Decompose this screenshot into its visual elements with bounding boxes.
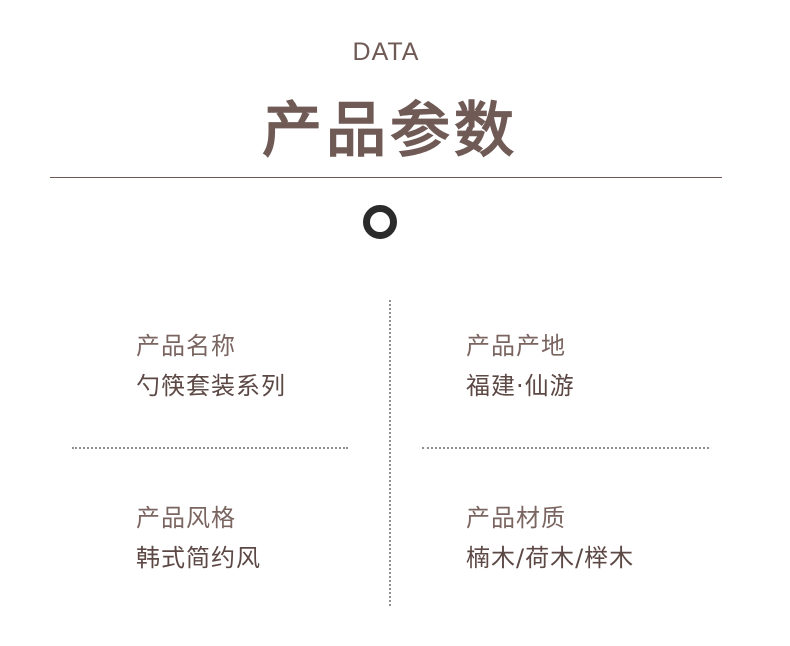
ring-icon <box>363 205 397 239</box>
title-divider <box>50 177 722 178</box>
param-product-origin: 产品产地 福建·仙游 <box>466 331 726 401</box>
param-product-material: 产品材质 楠木/荷木/榉木 <box>466 503 726 573</box>
param-label: 产品名称 <box>136 332 236 360</box>
param-product-name: 产品名称 勺筷套装系列 <box>136 331 396 401</box>
horizontal-dashed-divider-right <box>422 447 709 449</box>
param-value: 勺筷套装系列 <box>136 372 286 400</box>
vertical-dashed-divider <box>389 300 391 606</box>
param-product-style: 产品风格 韩式简约风 <box>136 503 396 573</box>
param-label: 产品材质 <box>466 504 566 532</box>
param-value: 楠木/荷木/榉木 <box>466 544 635 572</box>
param-value: 福建·仙游 <box>466 372 575 400</box>
param-label: 产品产地 <box>466 332 566 360</box>
page-title: 产品参数 <box>262 96 518 166</box>
section-eyebrow: DATA <box>352 38 420 66</box>
param-value: 韩式简约风 <box>136 544 261 572</box>
param-label: 产品风格 <box>136 504 236 532</box>
horizontal-dashed-divider-left <box>72 447 348 449</box>
